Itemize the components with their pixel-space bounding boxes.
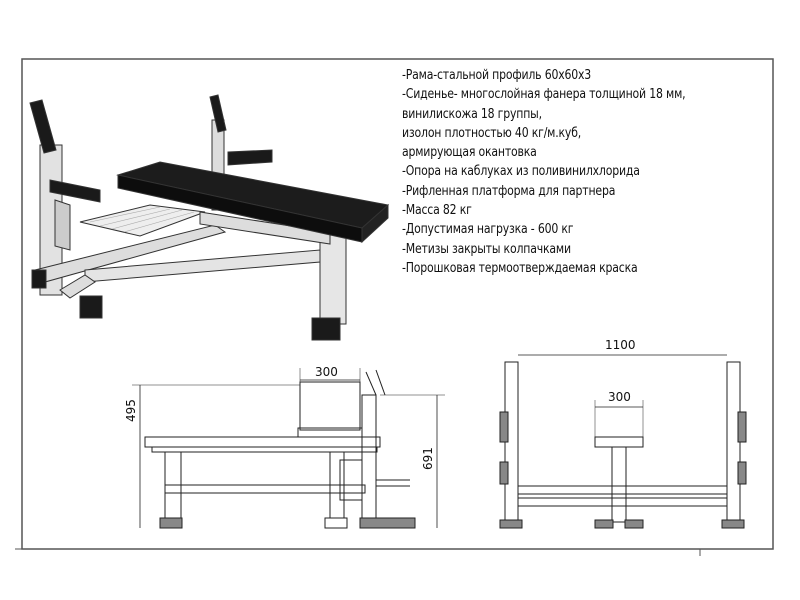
spec-line: -Порошковая термоотверждаемая краска — [402, 260, 638, 276]
bench-side-view — [132, 368, 445, 529]
foot — [79, 295, 103, 319]
dim-front-seat-width: 300 — [608, 390, 631, 404]
spec-list: -Рама-стальной профиль 60х60х3 -Сиденье-… — [402, 66, 686, 278]
spec-line: -Опора на каблуках из поливинилхлорида — [402, 164, 640, 180]
dim-front-total-width: 1100 — [605, 338, 636, 352]
dim-side-seat-width: 300 — [315, 365, 338, 379]
spec-line: армирующая окантовка — [402, 145, 537, 161]
spec-line: -Метизы закрыты колпачками — [402, 241, 571, 257]
spec-line: винилискожа 18 группы, — [402, 106, 542, 122]
spec-line: -Допустимая нагрузка - 600 кг — [402, 222, 574, 238]
spec-line: -Масса 82 кг — [402, 203, 472, 219]
bench-3d-view — [29, 94, 390, 341]
spec-line: -Рифленная платформа для партнера — [402, 183, 616, 199]
spec-line: -Сиденье- многослойная фанера толщиной 1… — [402, 87, 686, 103]
spec-line: изолон плотностью 40 кг/м.куб, — [402, 125, 582, 141]
foot — [311, 317, 341, 341]
bench-front-view — [499, 354, 747, 529]
dim-side-total-height: 691 — [421, 447, 435, 470]
sheet-border — [21, 58, 774, 550]
front-leg — [319, 231, 347, 325]
dim-side-seat-height: 495 — [124, 399, 138, 422]
spec-line: -Рама-стальной профиль 60х60х3 — [402, 68, 592, 83]
